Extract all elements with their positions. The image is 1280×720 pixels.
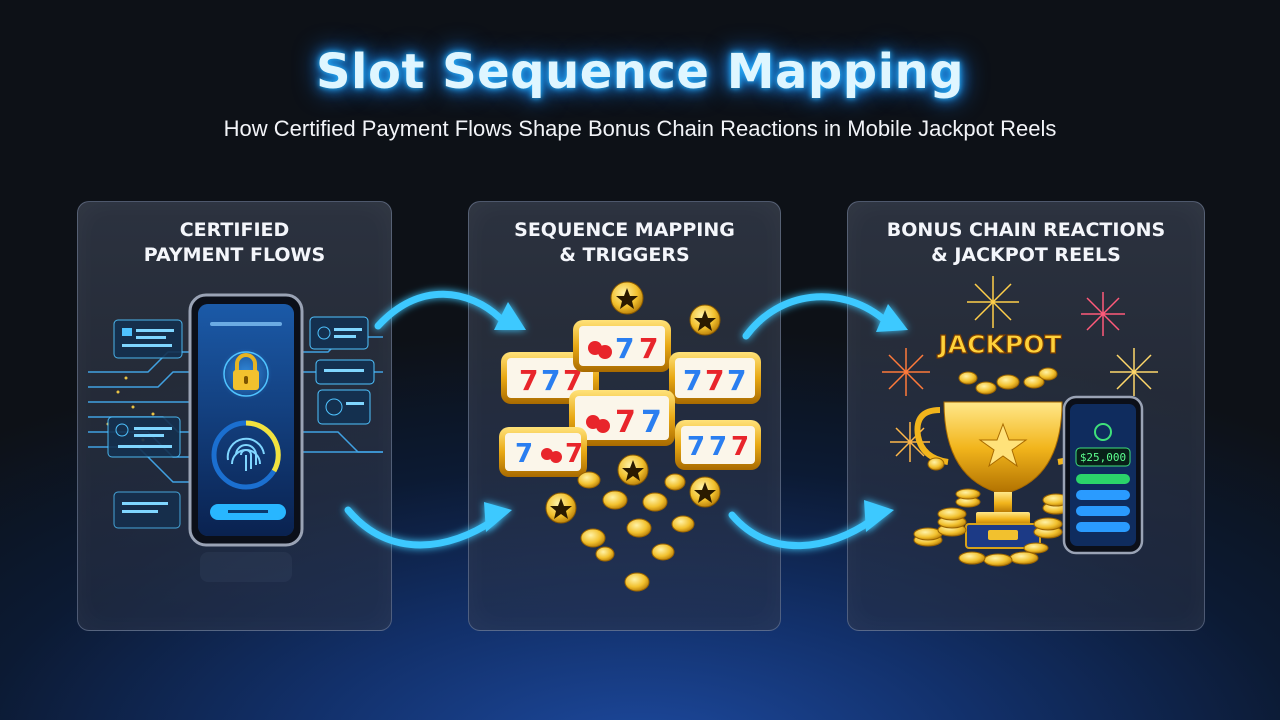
data-card-right-3 [317, 389, 371, 425]
payment-illustration [88, 293, 383, 582]
jackpot-label: JACKPOT [937, 330, 1062, 359]
reel-symbol: 7 [731, 432, 749, 462]
data-card-right-2 [315, 359, 375, 385]
reel-symbol: 7 [563, 364, 582, 397]
reel-symbol: 7 [615, 405, 636, 440]
slot-reel-3: 7 7 7 [669, 352, 761, 404]
fireworks [882, 276, 1158, 462]
star-icon [545, 492, 577, 524]
reel-symbol: 7 [639, 332, 658, 365]
slot-reel-2: 7 7 [573, 320, 671, 372]
panel-bonus-chain: BONUS CHAIN REACTIONS & JACKPOT REELS [847, 201, 1205, 631]
reel-symbol: 7 [615, 332, 634, 365]
panel-sequence-mapping: SEQUENCE MAPPING & TRIGGERS 7 7 7 7 7 [468, 201, 781, 631]
coin-pile [913, 367, 1070, 567]
slot-reel-4: 7 7 [569, 390, 675, 446]
reel-symbol: 7 [705, 364, 724, 397]
phone-amount: $25,000 [1080, 451, 1126, 464]
reel-symbol: 7 [683, 364, 702, 397]
data-card-left-3 [113, 491, 181, 529]
padlock-icon [220, 348, 272, 400]
falling-coins [577, 471, 695, 592]
page-subtitle: How Certified Payment Flows Shape Bonus … [223, 116, 1057, 141]
star-icon [617, 454, 649, 486]
fingerprint-icon [211, 420, 281, 490]
star-icon [689, 304, 721, 336]
panel-title-payment: CERTIFIED PAYMENT FLOWS [143, 219, 326, 266]
trophy-icon [914, 401, 1092, 549]
reel-symbol: 7 [541, 364, 560, 397]
panel-payment-flows: CERTIFIED PAYMENT FLOWS [77, 201, 392, 631]
confirm-button-graphic [210, 504, 286, 520]
slot-reel-1: 7 7 7 [501, 352, 599, 404]
reel-symbol: 7 [709, 432, 727, 462]
reel-symbol: 7 [687, 432, 705, 462]
panel-title-bonus: BONUS CHAIN REACTIONS & JACKPOT REELS [886, 219, 1166, 266]
data-card-left-1 [113, 319, 183, 359]
slot-reels-illustration: 7 7 7 7 7 7 7 7 7 7 7 [499, 281, 761, 592]
panel-title-sequence: SEQUENCE MAPPING & TRIGGERS [514, 219, 735, 266]
slot-reel-6: 7 7 7 [675, 420, 761, 470]
page-title: Slot Sequence Mapping [315, 44, 965, 100]
reel-symbol: 7 [515, 439, 533, 469]
reel-symbol: 7 [565, 439, 583, 469]
reel-symbol: 7 [641, 405, 662, 440]
data-card-right-1 [309, 316, 369, 350]
data-card-left-2 [107, 416, 181, 458]
jackpot-phone: $25,000 [1062, 395, 1144, 555]
star-icon [689, 476, 721, 508]
jackpot-illustration: JACKPOT [882, 276, 1158, 567]
star-icon [610, 281, 644, 315]
reel-symbol: 7 [727, 364, 746, 397]
reel-symbol: 7 [519, 364, 538, 397]
slot-reel-5: 7 7 [499, 427, 587, 477]
